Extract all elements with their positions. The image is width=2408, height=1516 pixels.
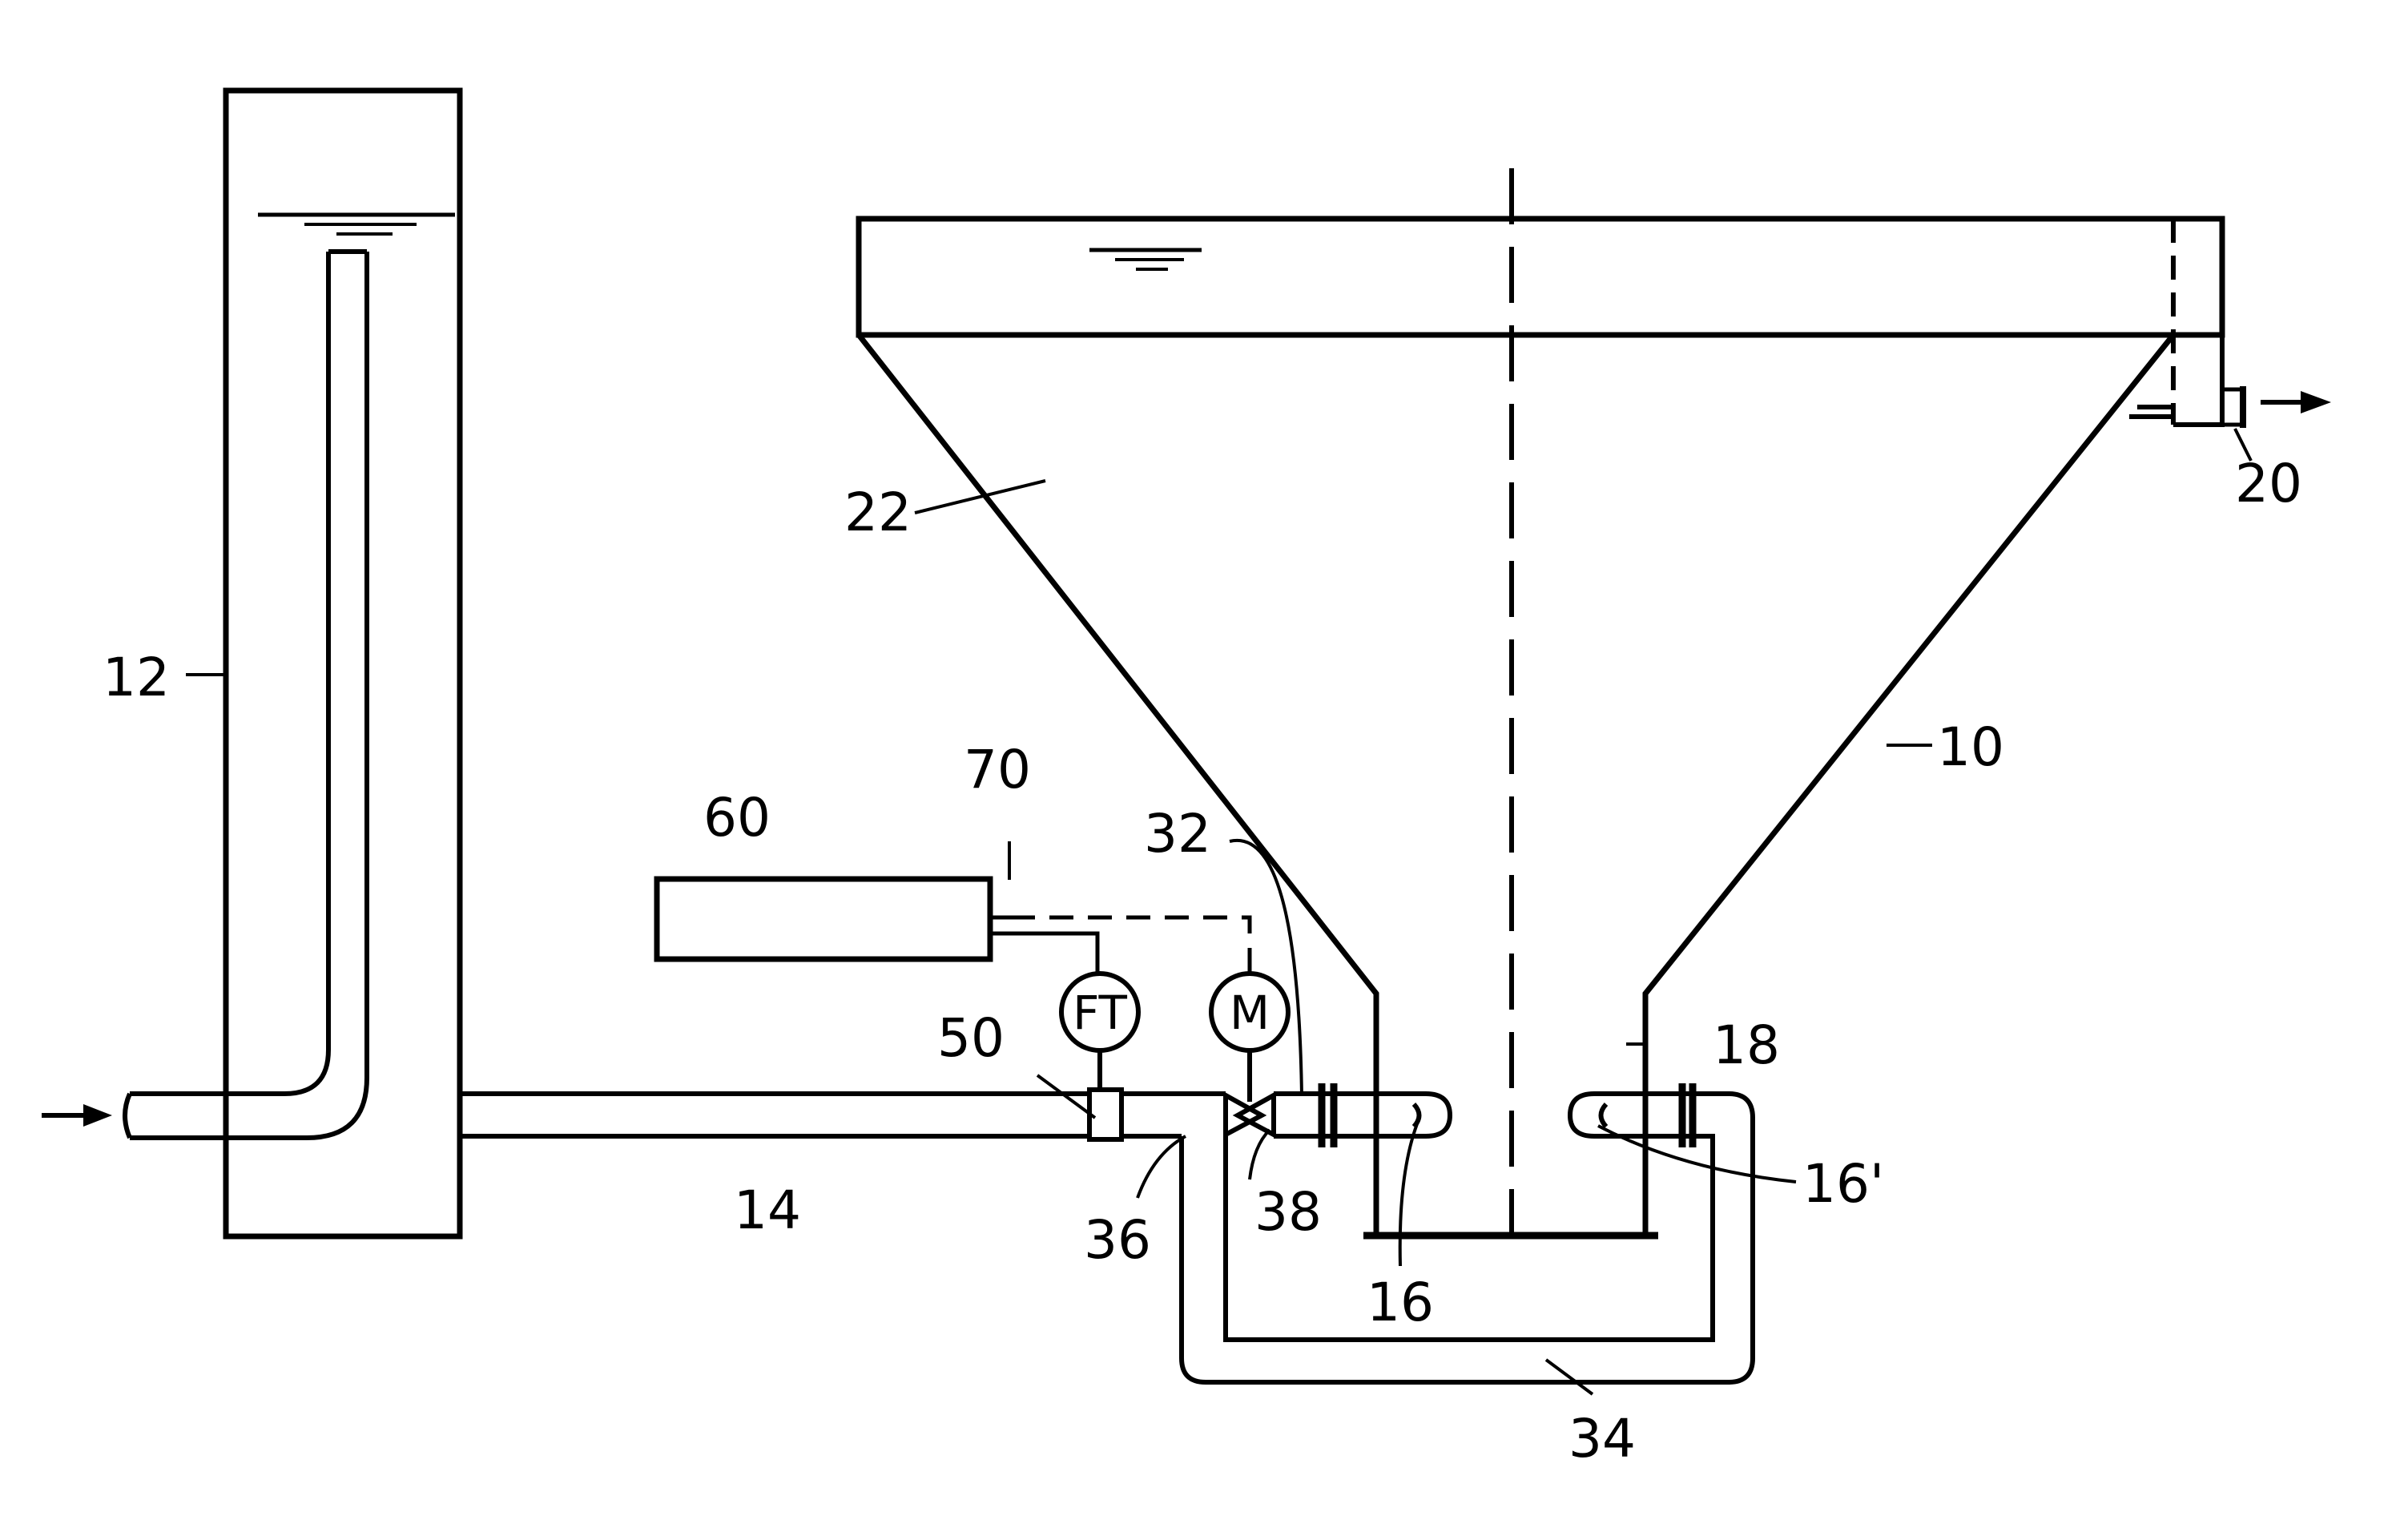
label-12: 12 [103, 647, 170, 708]
motor-label: M [1230, 986, 1270, 1040]
label-32: 32 [1144, 803, 1211, 865]
tank-12-outline [226, 91, 460, 1236]
label-22: 22 [844, 482, 912, 543]
label-34: 34 [1568, 1408, 1636, 1470]
inlet-arrow-icon [42, 1104, 112, 1127]
vessel-10 [859, 168, 2222, 1236]
label-20: 20 [2235, 453, 2302, 514]
control-unit-60 [657, 879, 990, 959]
label-70: 70 [964, 739, 1031, 800]
leader-lines [186, 429, 2251, 1394]
label-38: 38 [1254, 1181, 1322, 1243]
label-60: 60 [703, 787, 771, 849]
flow-transmitter-label: FT [1073, 986, 1127, 1040]
label-10: 10 [1937, 716, 2004, 778]
outlet-arrow-icon [2261, 391, 2331, 413]
outlet-20 [2129, 219, 2243, 428]
label-50: 50 [937, 1007, 1005, 1069]
fitting-50 [1089, 1090, 1121, 1139]
reference-numerals: 12 22 10 20 18 70 60 32 50 14 36 38 16 1… [103, 453, 2302, 1470]
signal-lines-70 [990, 917, 1250, 974]
label-16: 16 [1367, 1272, 1434, 1333]
motor-m: M [1211, 974, 1288, 1102]
label-16-prime: 16' [1802, 1153, 1884, 1215]
tank-12 [226, 91, 460, 1236]
vessel-top-section [859, 219, 2222, 335]
label-14: 14 [734, 1179, 801, 1241]
vessel-right-wall [1645, 335, 2173, 1236]
label-36: 36 [1084, 1209, 1151, 1271]
flow-transmitter-ft: FT [1061, 974, 1138, 1090]
label-18: 18 [1713, 1014, 1780, 1076]
